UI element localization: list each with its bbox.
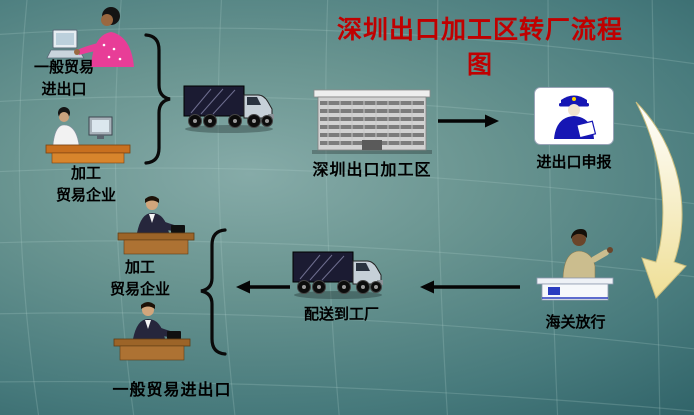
label-export-zone: 深圳出口加工区 — [312, 160, 432, 179]
truck-icon-bottom — [292, 251, 383, 299]
label-processing-enterprise-top: 加工 贸易企业 — [55, 164, 116, 204]
customs-officer-desk-icon — [536, 229, 614, 301]
brace-left-icon — [200, 228, 227, 356]
arrow-right-icon — [438, 114, 499, 128]
woman-at-laptop-icon — [46, 7, 134, 67]
clerk-with-computer-icon — [45, 107, 131, 164]
label-general-trade-bottom: 一般贸易进出口 — [112, 380, 232, 399]
curved-arrow-down-icon — [635, 101, 687, 299]
arrow-left-icon-long — [420, 280, 520, 294]
brace-right-icon — [144, 33, 171, 165]
label-general-trade-top: 一般贸易 进出口 — [33, 58, 94, 98]
label-delivery: 配送到工厂 — [303, 305, 379, 323]
label-declaration: 进出口申报 — [536, 153, 612, 171]
clerk-at-desk-icon-2 — [113, 302, 191, 361]
clerk-at-desk-icon-1 — [117, 196, 195, 255]
page-title: 深圳出口加工区转厂流程 图 — [336, 15, 623, 79]
label-processing-enterprise-bottom: 加工 贸易企业 — [109, 258, 170, 298]
factory-building-icon — [312, 89, 432, 154]
arrow-left-icon-short — [236, 280, 290, 294]
truck-icon-top — [183, 85, 274, 133]
label-customs-release: 海关放行 — [545, 313, 606, 331]
customs-officer-badge-icon — [534, 87, 614, 145]
